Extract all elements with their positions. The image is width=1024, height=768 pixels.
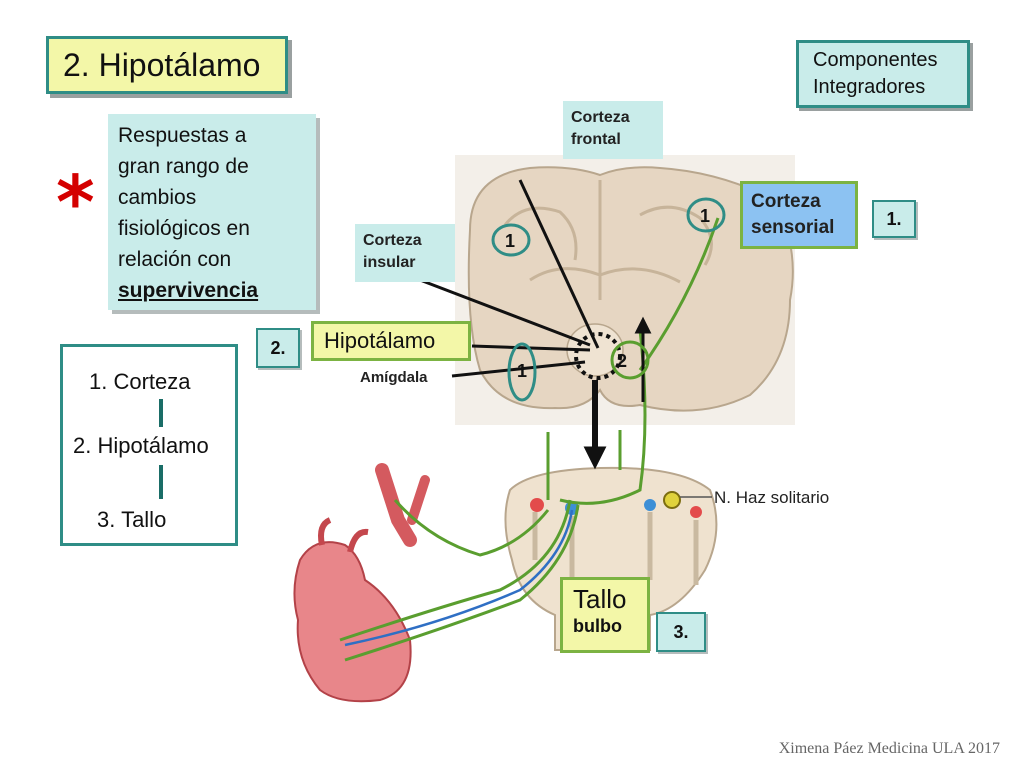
corteza-frontal-label: Corteza frontal: [563, 101, 663, 159]
tallo-text: Tallo: [573, 584, 627, 614]
corteza-insular-line1: Corteza: [363, 232, 422, 249]
components-box: Componentes Integradores: [796, 40, 970, 108]
heart-illustration: [293, 463, 430, 703]
number-tag-1: 1.: [872, 200, 916, 238]
hipotalamo-label: Hipotálamo: [311, 321, 471, 361]
hierarchy-connector: [159, 465, 163, 499]
response-line: Respuestas a: [118, 124, 247, 147]
hierarchy-item-hipotalamo: 2. Hipotálamo: [73, 433, 209, 458]
page-title: 2. Hipotálamo: [46, 36, 288, 94]
marker-left-lower: 1: [517, 361, 527, 381]
corteza-insular-label: Corteza insular: [355, 224, 455, 282]
hierarchy-box: 1. Corteza 2. Hipotálamo 3. Tallo: [60, 344, 238, 546]
red-asterisk-icon: *: [56, 160, 95, 246]
center-green-circle: [610, 340, 650, 380]
marker-center: 2: [617, 351, 627, 371]
number-tag-3: 3.: [656, 612, 706, 652]
blue-pathway: [344, 509, 574, 647]
corteza-sensorial-line1: Corteza: [751, 191, 821, 212]
response-line: cambios: [118, 186, 197, 209]
corteza-sensorial-line2: sensorial: [751, 217, 835, 238]
components-line1: Componentes: [813, 49, 938, 71]
response-emphasis: supervivencia: [118, 279, 259, 302]
credit-text: Ximena Páez Medicina ULA 2017: [778, 740, 1000, 757]
response-line: relación con: [118, 248, 232, 271]
corteza-frontal-line1: Corteza: [571, 109, 630, 126]
hypothalamus-dotted-circle: [574, 332, 622, 380]
components-line2: Integradores: [813, 76, 926, 98]
corteza-sensorial-label: Corteza sensorial: [740, 181, 858, 249]
tallo-label: Tallo bulbo: [560, 577, 650, 653]
response-line: fisiológicos en: [118, 217, 250, 240]
bulbo-text: bulbo: [573, 616, 622, 636]
number-tag-2: 2.: [256, 328, 300, 368]
corteza-frontal-line2: frontal: [571, 131, 621, 148]
marker-right-upper: 1: [700, 206, 710, 226]
amigdala-label: Amígdala: [360, 369, 428, 386]
hierarchy-item-corteza: 1. Corteza: [89, 369, 191, 394]
hierarchy-connector: [159, 399, 163, 427]
haz-solitario-label: N. Haz solitario: [714, 488, 830, 507]
circle-markers: [491, 197, 726, 402]
hierarchy-item-tallo: 3. Tallo: [97, 507, 167, 532]
response-box: Respuestas a gran rango de cambios fisio…: [108, 114, 316, 310]
response-line: gran rango de: [118, 155, 249, 178]
marker-left-upper: 1: [505, 231, 515, 251]
corteza-insular-line2: insular: [363, 254, 416, 271]
black-arrows: [419, 179, 652, 470]
